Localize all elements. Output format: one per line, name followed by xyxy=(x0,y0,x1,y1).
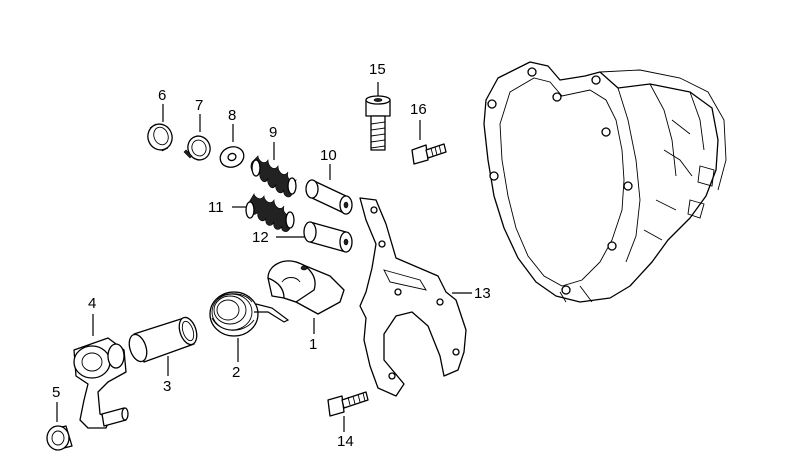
part-2-spring xyxy=(209,291,290,362)
part-13-bracket xyxy=(359,197,472,397)
transmission-housing xyxy=(483,61,727,303)
part-15-bolt xyxy=(365,82,391,151)
callout-10: 10 xyxy=(320,147,337,164)
part-16-bolt xyxy=(411,120,447,165)
part-5-cap xyxy=(46,402,73,451)
callout-2: 2 xyxy=(232,364,240,381)
callout-11: 11 xyxy=(208,199,224,216)
part-14-bolt xyxy=(327,391,369,432)
callout-7: 7 xyxy=(195,97,203,114)
callout-16: 16 xyxy=(410,101,427,118)
callout-1: 1 xyxy=(309,336,317,353)
part-10-sleeve xyxy=(305,164,353,215)
part-7-circlip xyxy=(183,114,211,161)
callout-15: 15 xyxy=(369,61,386,78)
part-3-bushing xyxy=(128,316,198,376)
callout-6: 6 xyxy=(158,87,166,104)
part-6-ring xyxy=(147,104,173,152)
part-12-sleeve xyxy=(276,221,353,253)
callout-13: 13 xyxy=(474,285,491,302)
callout-3: 3 xyxy=(163,378,171,395)
callout-14: 14 xyxy=(337,433,354,450)
part-9-spring xyxy=(250,142,297,198)
part-8-washer xyxy=(219,124,245,168)
part-11-spring xyxy=(232,192,295,232)
callout-9: 9 xyxy=(269,124,277,141)
callout-8: 8 xyxy=(228,107,236,124)
part-1-fork xyxy=(267,260,345,334)
callout-5: 5 xyxy=(52,384,60,401)
part-4-lever xyxy=(73,314,129,429)
callout-4: 4 xyxy=(88,295,96,312)
callout-12: 12 xyxy=(252,229,269,246)
